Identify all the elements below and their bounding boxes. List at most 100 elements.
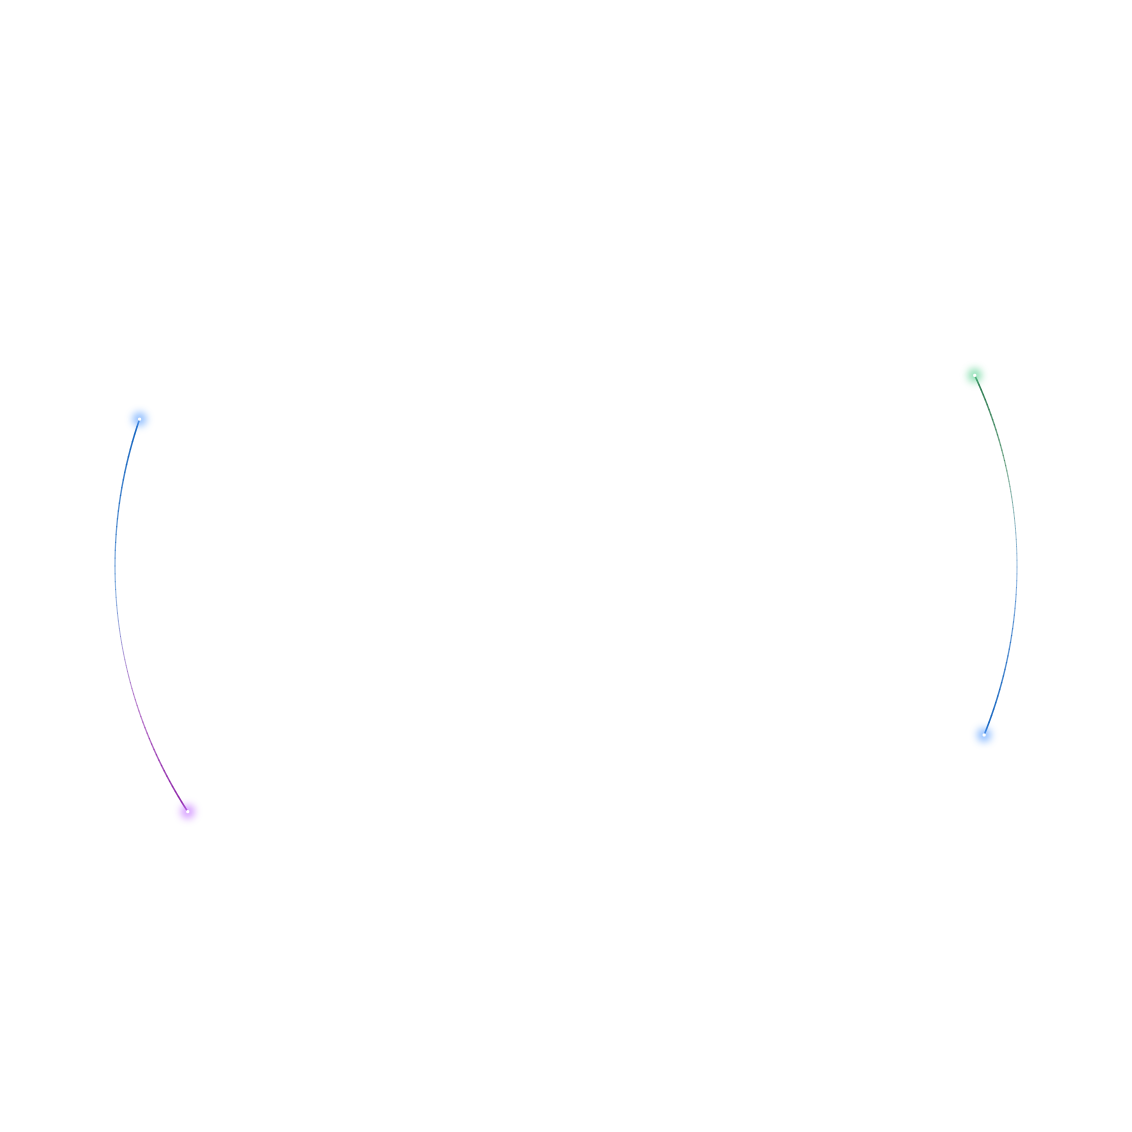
trail-segment [118,624,121,632]
trail-segment [122,651,126,661]
trail-segment [1004,661,1008,671]
trail-segment [119,630,121,637]
trail-segment [1014,525,1017,534]
trail-segment [153,748,158,756]
trail-segment [995,695,999,704]
orbit-trail-blue-lower-right [977,470,1018,742]
trail-segment [121,479,125,489]
trail-segment [1013,517,1016,524]
trail-segment [1005,465,1008,472]
trail-segment [138,710,142,718]
trail-segment [984,399,988,406]
trail-segment [150,743,155,751]
trail-segment [116,510,120,520]
trail-segment [978,384,982,391]
trail-segment [982,394,987,401]
trail-segment [1000,675,1005,684]
trail-segment [1013,511,1015,520]
trail-segment [995,429,999,436]
trail-segment [158,759,163,767]
trail-segment [986,404,990,411]
trail-segment [123,653,126,661]
trail-segment [116,606,118,614]
orbit-trail-purple-lower-left [115,595,195,819]
trail-segment [129,440,134,451]
trail-segment [134,699,138,706]
trail-segment [1008,641,1012,650]
trail-segment [128,676,131,684]
trail-segment [1010,491,1013,499]
trail-segment [148,737,153,745]
trail-segment [163,770,168,777]
comet-head [137,417,142,421]
trail-segment [980,389,985,396]
trail-segment [133,425,138,435]
trail-segment [171,785,177,793]
orbit-trail-green-upper-right [967,368,1018,577]
trail-segment [118,494,122,504]
trail-segment [168,780,174,788]
trail-segment [985,721,990,730]
trail-segment [1009,634,1013,644]
trail-segment [117,502,121,512]
trail-segment [1007,477,1011,486]
comet-head [982,733,986,737]
trail-segment [1011,496,1013,503]
trail-segment [131,433,136,443]
trail-segment [990,708,995,717]
trail-segment [119,486,123,497]
trail-segment [122,647,125,655]
trail-segment [155,754,160,761]
trail-segment [115,596,118,606]
trail-segment [1009,485,1012,493]
trail-segment [127,448,132,458]
trail-segment [174,790,180,798]
trail-segment [125,665,128,672]
trail-segment [121,641,124,649]
trail-segment [1011,621,1015,630]
trail-segment [116,604,119,614]
trail-segment [999,682,1003,691]
trail-segment [1002,668,1006,677]
trail-segment [992,701,997,710]
trail-segment [120,636,123,645]
trail-segment [1001,449,1004,456]
trail-segment [121,643,124,653]
trail-segment [993,424,997,431]
trail-segment [144,726,148,734]
trail-segment [142,721,146,729]
trail-segment [160,764,165,772]
trail-segment [136,704,140,712]
trail-segment [1006,470,1009,477]
trail-segment [1010,491,1013,498]
orbits-layer [114,368,1018,819]
trail-segment [117,618,120,626]
trail-segment [1007,648,1010,657]
trail-segment [116,518,119,528]
trail-segment [1009,484,1012,492]
trail-segment [1014,600,1017,609]
trail-segment [1008,480,1011,488]
trail-segment [131,687,135,695]
trail-segment [999,444,1003,451]
trail-segment [146,732,150,740]
trail-segment [166,775,171,782]
trail-segment [1012,504,1015,513]
trail-segment [115,526,118,536]
trail-segment [988,714,993,723]
comet-head [973,373,977,377]
comet-head [186,810,190,814]
trail-segment [126,667,129,676]
trail-segment [1012,507,1015,514]
trail-segment [998,439,1002,446]
trail-segment [990,413,994,421]
trail-segment [996,434,1000,441]
trail-segment [129,682,133,689]
trail-segment [177,795,183,803]
trail-segment [132,689,136,699]
trail-segment [127,674,131,684]
trail-segment [988,409,992,416]
trail-segment [120,636,122,643]
trail-segment [117,620,120,630]
